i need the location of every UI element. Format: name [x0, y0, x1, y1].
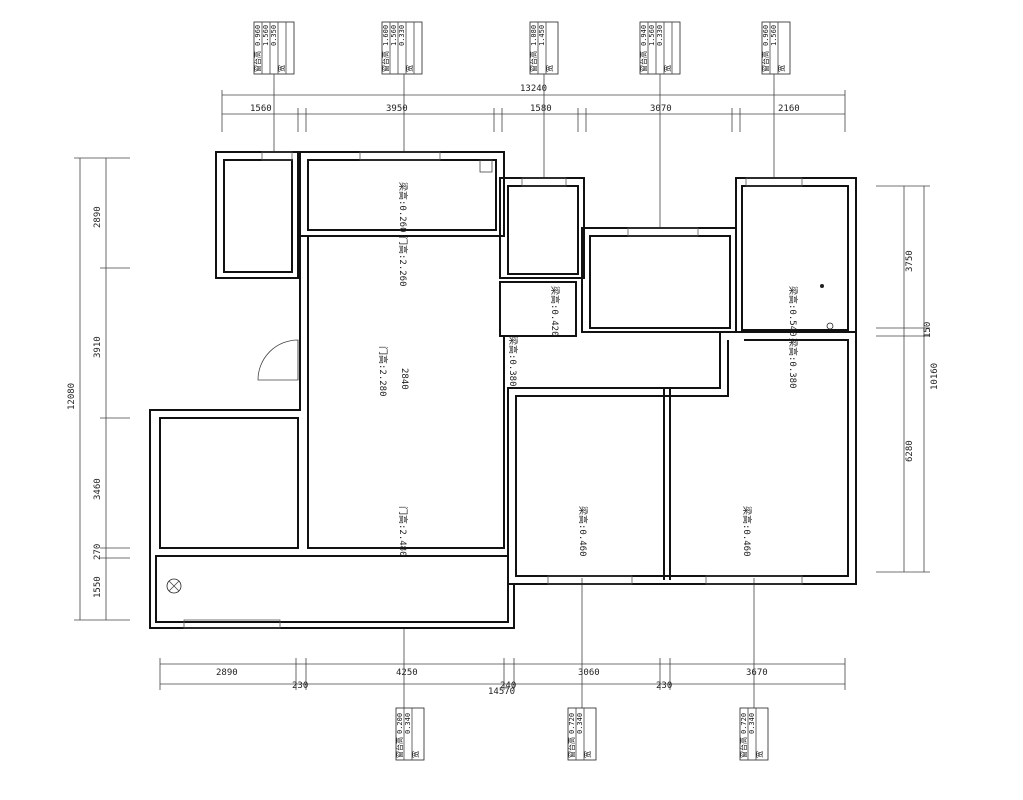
room-label-3: 梁高:0.420 [549, 286, 561, 337]
window-tag-1-line-5: 宽 [277, 65, 286, 72]
window-tag-1-line-4: 0.350 [270, 25, 278, 46]
window-tag-3-line-2: 1.080 [530, 25, 538, 46]
top-dim-3: 1580 [530, 104, 552, 114]
room-label-11: 梁高:0.460 [741, 506, 753, 557]
room-label-6: 门高:2.280 [377, 346, 389, 397]
bottom-window-tag-3: 窗台高 0.720 0.340 宽 [739, 578, 769, 761]
bottom-window-tag-1-line-2: 0.200 [396, 713, 404, 734]
bottom-window-tag-2-line-3: 0.340 [576, 713, 584, 734]
left-dim-2: 3910 [93, 336, 103, 358]
floor-drain-icon [166, 578, 182, 594]
room-label-8: 梁高:0.380 [787, 338, 799, 389]
bottom-window-tag-3-line-4: 宽 [755, 751, 764, 758]
left-total-dim: 12080 [67, 383, 77, 410]
walls [149, 151, 857, 629]
room-label-9: 门高:2.480 [397, 506, 409, 557]
window-tag-5-line-1: 窗台高 [761, 51, 770, 72]
bottom-window-tag-1: 窗台高 0.200 0.340 宽 [395, 628, 425, 761]
top-dim-4: 3070 [650, 104, 672, 114]
top-dim-1: 1560 [250, 104, 272, 114]
bottom-window-tag-2-line-4: 宽 [583, 751, 592, 758]
window-tag-2: 窗台高 1.600 1.560 0.330 宽 [381, 21, 423, 152]
window-tag-5-line-4: 宽 [777, 65, 786, 72]
window-tag-1-line-1: 窗台高 [253, 51, 262, 72]
bottom-window-tag-2: 窗台高 0.720 0.340 宽 [567, 578, 597, 761]
top-dim-2: 3950 [386, 104, 408, 114]
bottom-window-tags: 窗台高 0.200 0.340 宽 窗台高 0.720 0.340 宽 窗台高 … [395, 578, 769, 761]
left-dim-5: 1550 [93, 576, 103, 598]
window-tag-5-line-2: 0.960 [762, 25, 770, 46]
bottom-window-tag-3-line-1: 窗台高 [739, 737, 748, 758]
left-dimension-chain: 12080 2890 3910 3460 270 1550 [67, 157, 130, 621]
bottom-window-tag-2-line-2: 0.720 [568, 713, 576, 734]
bottom-window-tag-1-line-1: 窗台高 [395, 737, 404, 758]
room-label-10: 梁高:0.460 [577, 506, 589, 557]
window-tag-1: 窗台高 0.960 1.560 0.350 宽 [253, 21, 295, 152]
window-tag-4: 窗台高 0.940 1.560 0.330 宽 [639, 21, 681, 228]
room-label-1: 梁高:0.260 [397, 182, 409, 233]
window-tag-3: 窗台高 1.080 1.450 宽 [529, 21, 559, 178]
top-total-dim: 13240 [520, 84, 547, 94]
bottom-dim-2: 4250 [396, 668, 418, 678]
window-tag-5-line-3: 1.560 [770, 25, 778, 46]
right-dim-1: 3750 [905, 250, 915, 272]
window-tag-2-line-4: 0.330 [398, 25, 406, 46]
room-label-7: 梁高:0.540 [787, 286, 799, 337]
bottom-total-dim: 14570 [488, 687, 515, 697]
window-tag-2-line-1: 窗台高 [381, 51, 390, 72]
window-tag-2-line-5: 宽 [405, 65, 414, 72]
room-label-2: 门高:2.260 [397, 236, 409, 287]
window-tag-1-line-2: 0.960 [254, 25, 262, 46]
bottom-gap-1: 230 [292, 681, 308, 691]
bottom-gap-3: 230 [656, 681, 672, 691]
window-tag-2-line-2: 1.600 [382, 25, 390, 46]
bottom-window-tag-2-line-1: 窗台高 [567, 737, 576, 758]
room-label-5: 2840 [399, 368, 409, 390]
window-tag-4-line-5: 宽 [663, 65, 672, 72]
bottom-window-tag-1-line-3: 0.340 [404, 713, 412, 734]
fixtures [166, 159, 834, 594]
window-tag-1-line-3: 1.560 [262, 25, 270, 46]
top-dimension-chain: 13240 1560 3950 1580 3070 2160 [221, 84, 846, 132]
room-labels: 梁高:0.260 门高:2.260 梁高:0.420 梁高:0.380 2840… [377, 182, 799, 557]
bottom-window-tag-3-line-3: 0.340 [748, 713, 756, 734]
left-dim-3: 3460 [93, 478, 103, 500]
room-label-4: 梁高:0.380 [507, 336, 519, 387]
right-dim-3: 6280 [905, 440, 915, 462]
bottom-dimension-chain: 2890 4250 3060 3670 230 240 230 14570 [159, 658, 846, 697]
left-dim-1: 2890 [93, 206, 103, 228]
bottom-dim-1: 2890 [216, 668, 238, 678]
windows [183, 151, 803, 629]
right-dim-2: 150 [923, 322, 933, 338]
doors [257, 339, 299, 381]
window-tag-5: 窗台高 0.960 1.560 宽 [761, 21, 791, 178]
bottom-window-tag-3-line-2: 0.720 [740, 713, 748, 734]
window-tag-3-line-3: 1.450 [538, 25, 546, 46]
right-dimension-chain: 10160 3750 150 6280 [876, 185, 940, 573]
top-dim-5: 2160 [778, 104, 800, 114]
window-tag-4-line-1: 窗台高 [639, 51, 648, 72]
window-tag-4-line-3: 1.560 [648, 25, 656, 46]
bottom-gap-2: 240 [500, 681, 516, 691]
window-tag-4-line-4: 0.330 [656, 25, 664, 46]
bottom-dim-4: 3670 [746, 668, 768, 678]
window-tag-2-line-3: 1.560 [390, 25, 398, 46]
right-total-dim: 10160 [930, 363, 940, 390]
window-tag-3-line-1: 窗台高 [529, 51, 538, 72]
left-dim-4: 270 [93, 544, 103, 560]
bottom-dim-3: 3060 [578, 668, 600, 678]
window-tag-4-line-2: 0.940 [640, 25, 648, 46]
top-window-tags: 窗台高 0.960 1.560 0.350 宽 窗台高 1.600 1.560 … [253, 21, 791, 228]
window-tag-3-line-4: 宽 [545, 65, 554, 72]
bottom-window-tag-1-line-4: 宽 [411, 751, 420, 758]
